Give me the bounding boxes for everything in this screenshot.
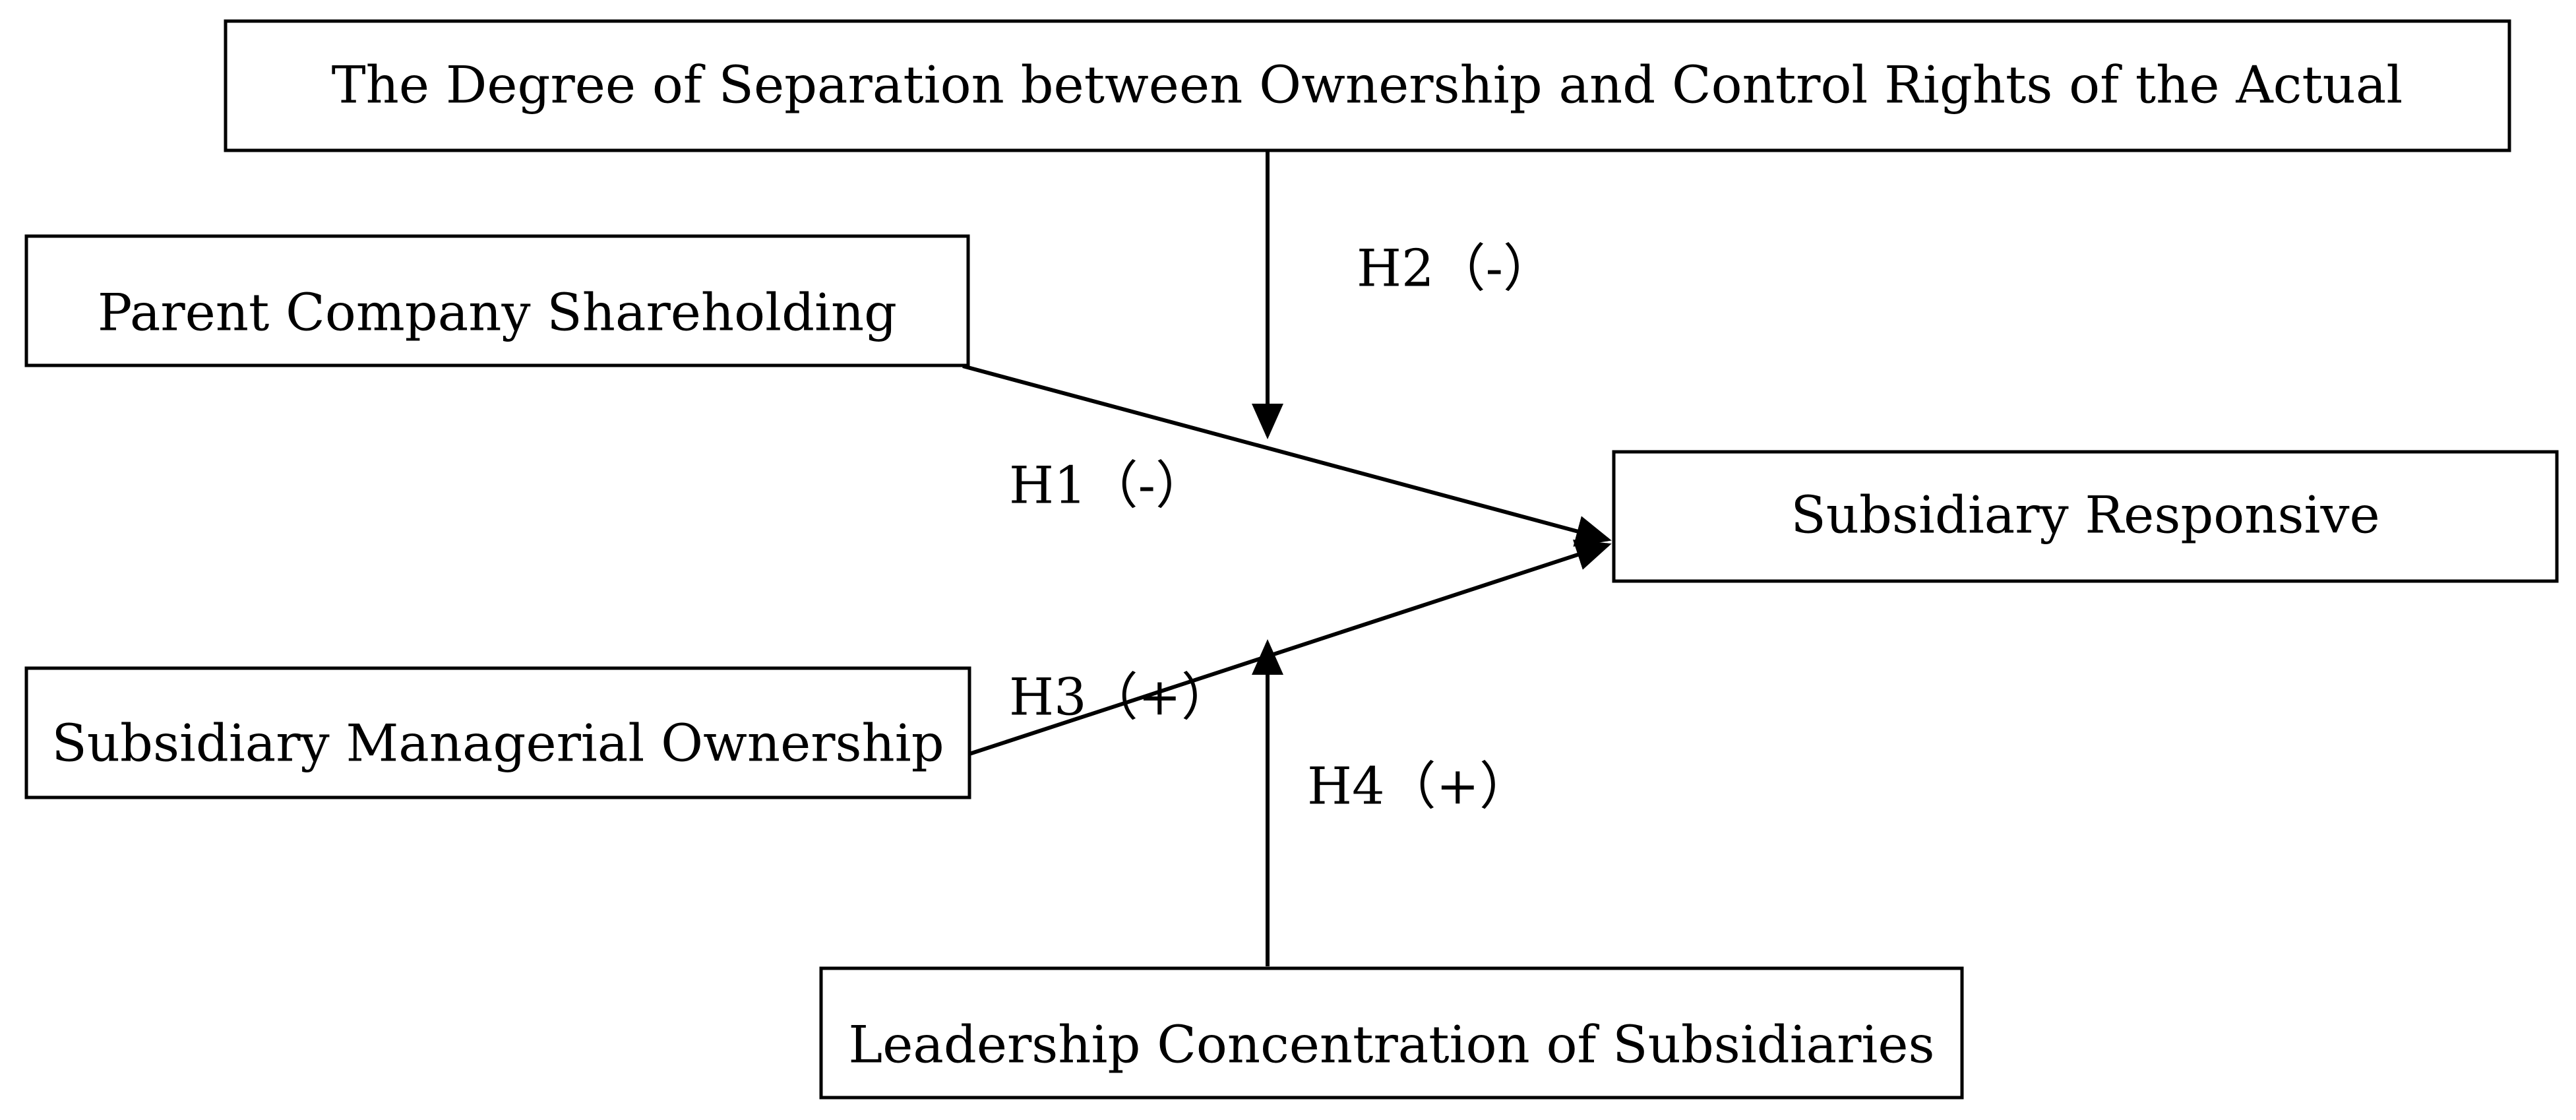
subsidiary-responsive-label: Subsidiary Responsive xyxy=(1791,486,2379,545)
h1-label: H1（-） xyxy=(1009,456,1207,516)
h4-label: H4（+） xyxy=(1307,757,1531,817)
parent-shareholding-label: Parent Company Shareholding xyxy=(98,284,897,343)
h2-label: H2（-） xyxy=(1357,239,1554,299)
managerial-ownership-box: Subsidiary Managerial Ownership xyxy=(24,666,971,799)
managerial-ownership-label: Subsidiary Managerial Ownership xyxy=(51,714,944,774)
h3-arrow xyxy=(969,540,1612,756)
leadership-concentration-label: Leadership Concentration of Subsidiaries xyxy=(848,1016,1934,1075)
h1-arrow xyxy=(962,364,1612,547)
separation-label: The Degree of Separation between Ownersh… xyxy=(332,56,2403,115)
subsidiary-responsive-box: Subsidiary Responsive xyxy=(1612,450,2559,583)
parent-shareholding-box: Parent Company Shareholding xyxy=(24,234,970,367)
h3-label: H3（+） xyxy=(1009,668,1233,728)
separation-box: The Degree of Separation between Ownersh… xyxy=(224,19,2511,152)
leadership-concentration-box: Leadership Concentration of Subsidiaries xyxy=(819,966,1964,1100)
